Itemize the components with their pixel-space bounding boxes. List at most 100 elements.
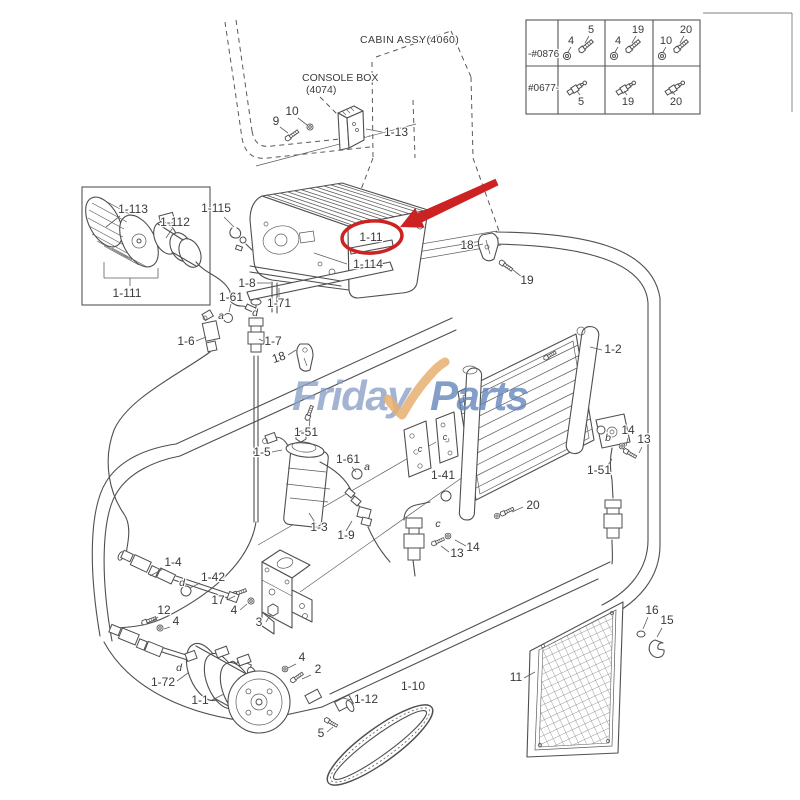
leader-line-p1-61b: [351, 466, 357, 473]
leader-line-p1-6: [195, 336, 207, 342]
part-label-pb: b: [605, 432, 611, 444]
leader-line-p20: [511, 506, 524, 513]
part-label-p3: 3: [256, 615, 263, 629]
machine-body: [91, 231, 661, 723]
fastener-num: 19: [632, 24, 644, 36]
v-belt: [326, 704, 434, 786]
leader-line-p1-5: [271, 449, 283, 453]
part-label-p1-42: 1-42: [201, 570, 225, 584]
washer-icon: [306, 123, 314, 131]
part-labels-layer: CABIN ASSY(4060)CONSOLE BOX(4074)9101-13…: [105, 33, 675, 741]
bolt-icon: [430, 536, 446, 547]
washer-icon: [493, 512, 501, 520]
bolt-icon: [497, 258, 514, 273]
leader-line-p1-61a: [228, 303, 232, 313]
leader-line-p4a: [239, 603, 248, 611]
washer-icon: [281, 665, 289, 673]
part-label-p13b: 13: [450, 546, 464, 560]
part-label-pdc: d: [176, 662, 183, 674]
leader-line-p3: [265, 613, 272, 623]
washer-icon: [444, 532, 452, 540]
part-label-p1-51b: 1-51: [294, 425, 318, 439]
part-label-p1-1: 1-1: [191, 693, 209, 707]
leader-line-p17: [226, 595, 236, 601]
fastener-num: 20: [670, 96, 682, 108]
fastener-num: 5: [578, 96, 584, 108]
washer-icon: [618, 442, 626, 450]
page-border-corner: [703, 12, 793, 112]
part-label-p18b: 18: [270, 348, 287, 366]
part-label-p1-51a: 1-51: [587, 463, 611, 477]
part-label-p1-5: 1-5: [253, 445, 271, 459]
bolt-icon: [140, 615, 158, 626]
leader-line-p1-51b: [308, 419, 311, 429]
fastener-row-label-1: #0677-: [528, 83, 559, 94]
fastener-num: 10: [660, 35, 672, 47]
part-label-p1-113: 1-113: [118, 202, 148, 216]
leader-line-p1-12: [341, 697, 353, 701]
part-label-p4b: 4: [173, 614, 180, 628]
leader-line-p18b: [287, 349, 297, 356]
part-label-p5: 5: [318, 726, 325, 740]
part-label-p1-3: 1-3: [310, 520, 328, 534]
part-label-pc2: c: [418, 444, 423, 454]
mesh-panel: [526, 601, 665, 758]
fastener-num: 5: [588, 24, 594, 36]
leader-line-p1-2: [589, 346, 603, 351]
leader-line-p11: [523, 671, 536, 679]
part-label-p1-4: 1-4: [164, 555, 182, 569]
part-label-p1-71: 1-71: [267, 296, 291, 310]
fastener-table: [525, 19, 701, 115]
bolt-icon: [621, 447, 638, 460]
part-label-console-box-1: CONSOLE BOX: [302, 72, 378, 84]
small-fasteners: [281, 665, 355, 729]
leader-line-p2: [301, 674, 312, 680]
part-label-p1-12: 1-12: [354, 692, 378, 706]
leader-line-p1-7: [258, 338, 264, 342]
part-label-p2: 2: [315, 662, 322, 676]
part-label-pab: a: [364, 461, 370, 473]
bolt-icon: [289, 671, 305, 684]
leader-line-p1-1: [211, 693, 225, 701]
leader-line-p1-3: [308, 512, 317, 525]
part-label-pc: c: [435, 518, 441, 530]
part-label-p15: 15: [660, 613, 674, 627]
part-label-p1-13: 1-13: [384, 125, 408, 139]
watermark-word2: Parts: [430, 372, 528, 419]
valve-1-6: [107, 309, 221, 555]
leader-line-p4c: [287, 663, 297, 669]
part-label-pc3: c: [443, 432, 448, 442]
part-label-p1-10: 1-10: [401, 679, 425, 693]
leader-line-p12: [151, 616, 159, 622]
washer-icon: [636, 630, 646, 638]
leader-line-p10: [297, 117, 308, 126]
leader-line-p13b: [440, 545, 450, 553]
leader-line-p13a: [638, 446, 643, 454]
highlight: [340, 178, 499, 255]
highlight-arrow-icon: [400, 178, 499, 228]
part-label-p13a: 13: [637, 432, 651, 446]
evaporator-unit: [246, 182, 429, 314]
part-label-p1-9: 1-9: [337, 528, 355, 542]
watermark-check-icon: [383, 357, 450, 420]
part-label-p4a: 4: [231, 603, 238, 617]
part-label-p17: 17: [211, 593, 225, 607]
leader-line-p14a: [625, 437, 629, 447]
leader-line-p19a: [512, 269, 523, 278]
washer-icon: [156, 624, 164, 632]
o-ring: [223, 298, 262, 323]
blower-assembly-box: [81, 186, 258, 314]
part-label-console-box-2: (4074): [306, 84, 336, 96]
leader-line-p1-112: [165, 228, 173, 239]
condenser: [457, 325, 600, 521]
part-label-paa: a: [218, 310, 224, 322]
compressor-bracket: [230, 549, 313, 635]
part-label-p9: 9: [273, 114, 280, 128]
part-label-p18a: 18: [460, 238, 474, 252]
part-label-p1-72: 1-72: [151, 675, 175, 689]
leader-line-p1-42: [189, 582, 201, 589]
part-label-p1-2: 1-2: [604, 342, 622, 356]
part-label-p14a: 14: [621, 423, 635, 437]
